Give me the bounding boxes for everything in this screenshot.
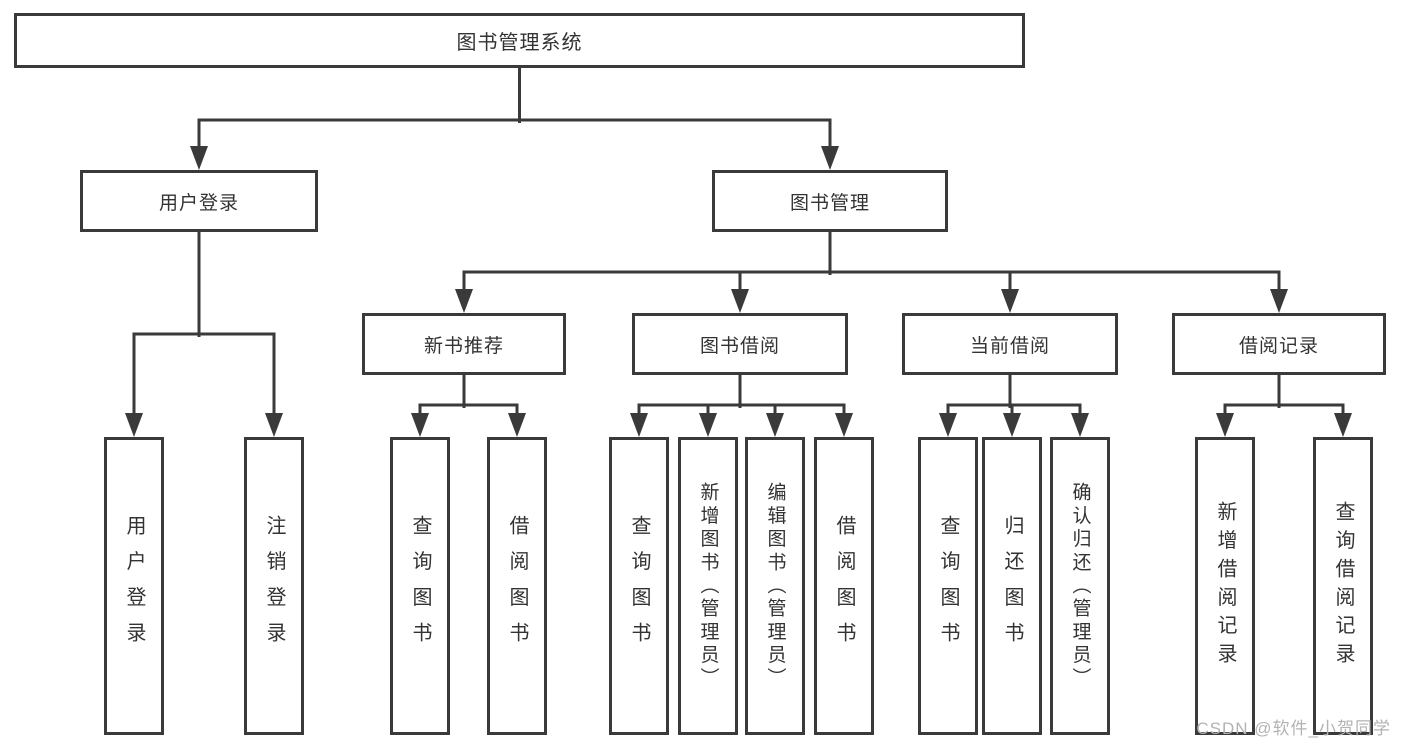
node-root-label: 图书管理系统 [456, 32, 583, 54]
leaf-user-login-label: 用户登录 [123, 514, 145, 658]
leaf-user-login: 用户登录 [104, 437, 164, 735]
node-new-book-recommend-label: 新书推荐 [423, 335, 504, 357]
leaf-add-borrow-record: 新增借阅记录 [1195, 437, 1255, 735]
leaf-add-borrow-record-label: 新增借阅记录 [1214, 500, 1236, 672]
leaf-return-book-label: 归还图书 [1001, 514, 1023, 658]
leaf-query-borrow-record: 查询借阅记录 [1313, 437, 1373, 735]
node-book-borrowing-label: 图书借阅 [699, 335, 780, 357]
leaf-add-book-admin: 新增图书（管理员） [678, 437, 738, 735]
node-borrowing-records-label: 借阅记录 [1238, 335, 1319, 357]
leaf-query-borrow-record-label: 查询借阅记录 [1332, 500, 1354, 672]
node-user-login-label: 用户登录 [158, 192, 239, 214]
leaf-query-books-borrowing: 查询图书 [609, 437, 669, 735]
leaf-query-books-current-label: 查询图书 [937, 514, 959, 658]
leaf-logout: 注销登录 [244, 437, 304, 735]
node-current-borrowing: 当前借阅 [902, 313, 1118, 375]
node-root: 图书管理系统 [14, 13, 1025, 68]
leaf-edit-book-admin: 编辑图书（管理员） [745, 437, 805, 735]
node-user-login: 用户登录 [80, 170, 318, 232]
leaf-return-book: 归还图书 [982, 437, 1042, 735]
leaf-query-books-recommend-label: 查询图书 [409, 514, 431, 658]
leaf-borrow-books-recommend: 借阅图书 [487, 437, 547, 735]
watermark: CSDN @软件_小贺同学 [1196, 719, 1391, 738]
leaf-borrow-books-borrowing-label: 借阅图书 [833, 514, 855, 658]
leaf-confirm-return-admin: 确认归还（管理员） [1050, 437, 1110, 735]
node-book-management-label: 图书管理 [789, 192, 870, 214]
leaf-logout-label: 注销登录 [263, 514, 285, 658]
node-borrowing-records: 借阅记录 [1172, 313, 1386, 375]
node-book-management: 图书管理 [712, 170, 948, 232]
leaf-add-book-admin-label: 新增图书（管理员） [697, 481, 719, 691]
node-book-borrowing: 图书借阅 [632, 313, 848, 375]
node-new-book-recommend: 新书推荐 [362, 313, 566, 375]
leaf-query-books-current: 查询图书 [918, 437, 978, 735]
leaf-confirm-return-admin-label: 确认归还（管理员） [1069, 481, 1091, 691]
leaf-borrow-books-borrowing: 借阅图书 [814, 437, 874, 735]
leaf-borrow-books-recommend-label: 借阅图书 [506, 514, 528, 658]
leaf-edit-book-admin-label: 编辑图书（管理员） [764, 481, 786, 691]
leaf-query-books-recommend: 查询图书 [390, 437, 450, 735]
node-current-borrowing-label: 当前借阅 [969, 335, 1050, 357]
leaf-query-books-borrowing-label: 查询图书 [628, 514, 650, 658]
